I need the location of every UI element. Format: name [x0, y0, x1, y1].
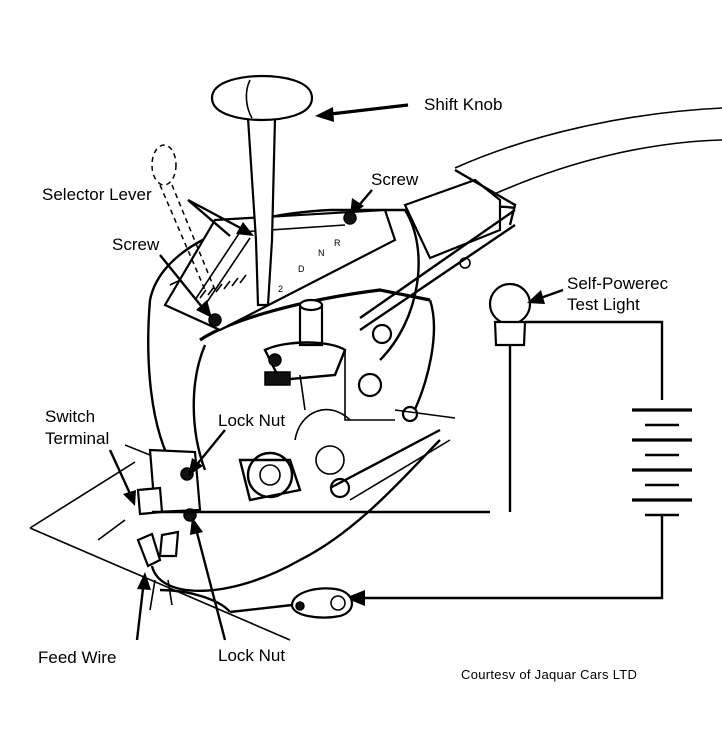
screw-top-label: Screw [371, 170, 419, 189]
switch-terminal-label-line2: Terminal [45, 429, 110, 448]
self-powered-label-line1: Self-Powerec [567, 274, 669, 293]
test-light-label-line2: Test Light [567, 295, 640, 314]
shift-knob-label: Shift Knob [424, 95, 503, 114]
leader-arrows [108, 103, 564, 641]
background-lines [29, 107, 722, 641]
selector-rod [344, 168, 517, 421]
svg-text:D: D [298, 264, 305, 274]
lever-ghost [151, 144, 216, 291]
feed-wire-label: Feed Wire [38, 648, 117, 667]
inhibitor-switch [124, 444, 202, 568]
lock-nut-bottom-label: Lock Nut [218, 646, 286, 665]
svg-text:2: 2 [278, 284, 283, 294]
screw-left-label: Screw [112, 235, 160, 254]
svg-text:N: N [318, 248, 325, 258]
svg-text:R: R [334, 238, 341, 248]
switch-terminal-label-line1: Switch [45, 407, 96, 426]
wiring [149, 439, 490, 613]
lock-nut-top-label: Lock Nut [218, 411, 286, 430]
shift-lever [210, 74, 314, 307]
test-light-circuit [229, 282, 692, 619]
mechanism [238, 298, 456, 502]
selector-lever-label: Selector Lever [42, 185, 152, 204]
credit-text: Courtesv of Jaquar Cars LTD [461, 667, 638, 682]
